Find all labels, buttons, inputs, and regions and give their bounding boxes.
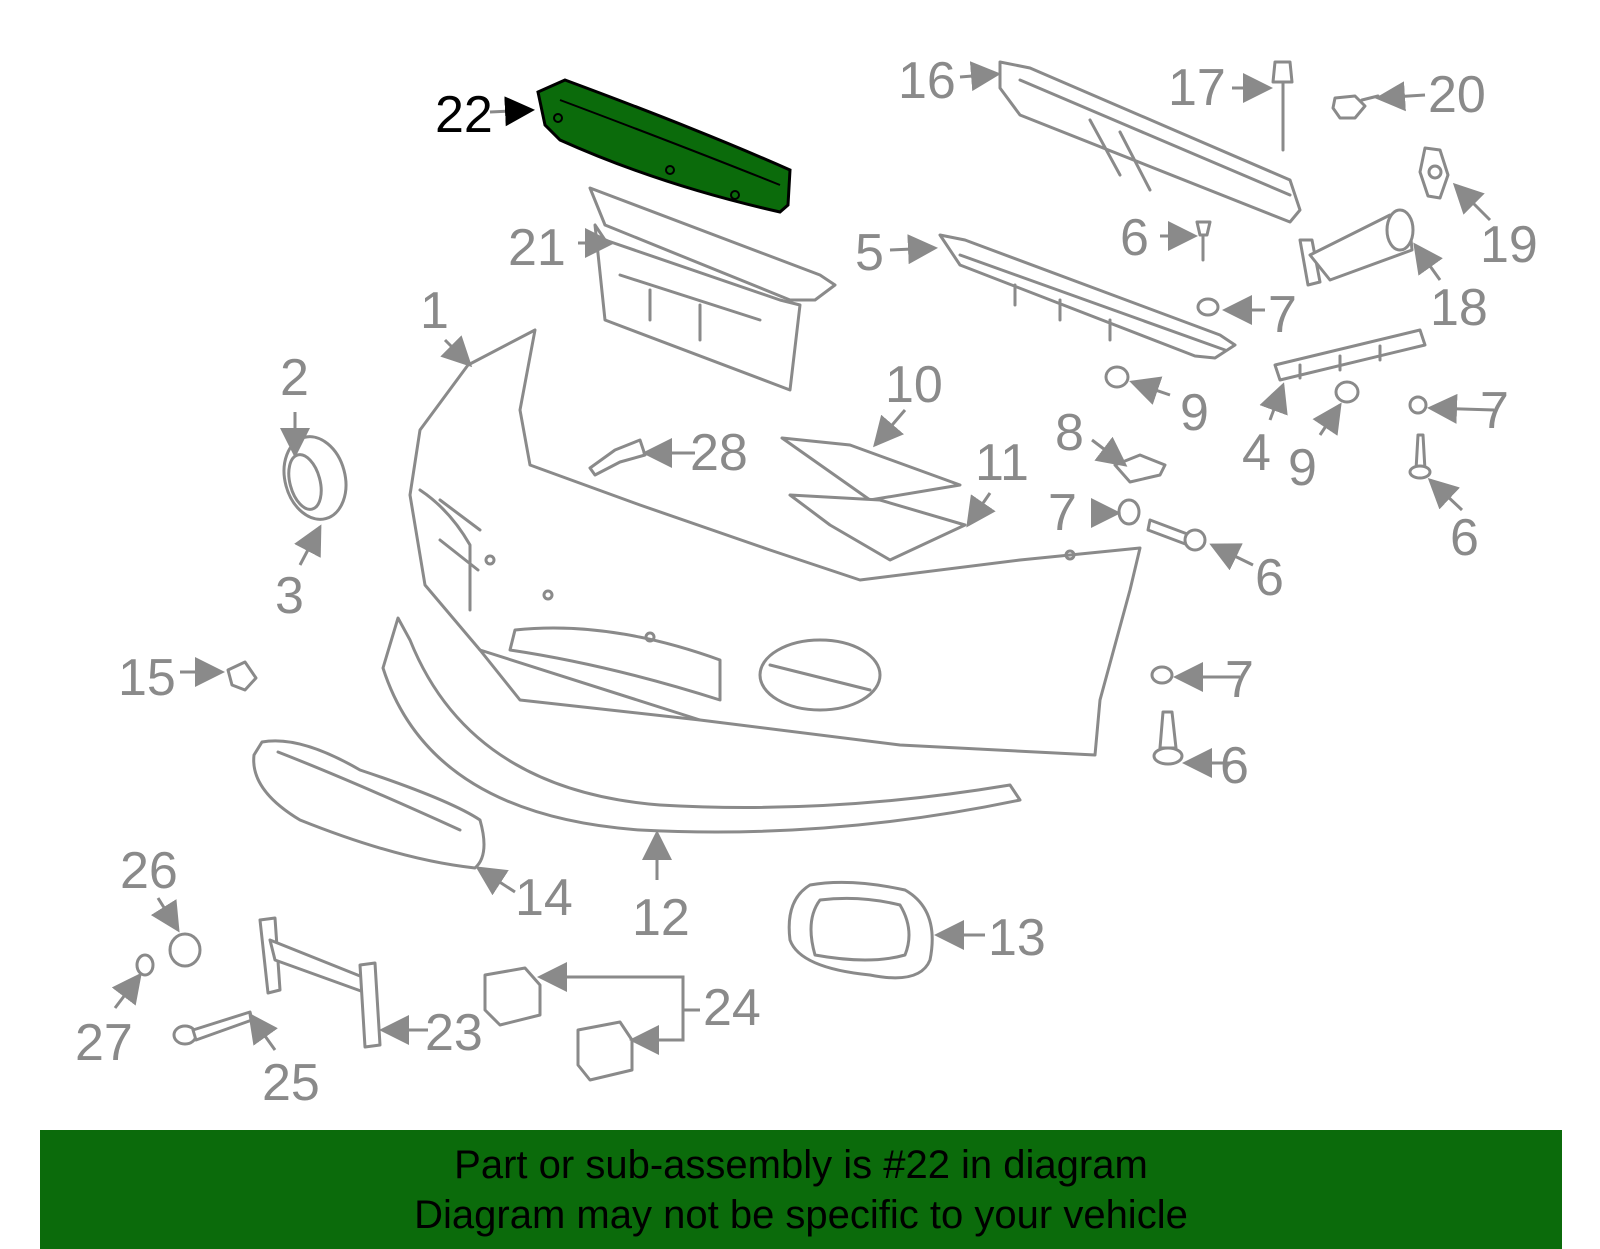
part-28: [588, 438, 647, 477]
part-12-spoiler: [381, 616, 1022, 834]
callout-24: 24: [703, 979, 761, 1037]
leader-lines: [111, 61, 1495, 1055]
part-24-blocks: [483, 966, 634, 1082]
callout-25: 25: [262, 1054, 320, 1112]
part-5: [938, 233, 1237, 360]
callout-5: 5: [855, 224, 884, 282]
callout-4: 4: [1242, 424, 1271, 482]
callout-2: 2: [280, 349, 309, 407]
callout-7c: 7: [1048, 484, 1077, 542]
part-18: [1298, 208, 1415, 287]
callout-28: 28: [690, 424, 748, 482]
callout-12: 12: [632, 889, 690, 947]
callout-6b: 6: [1450, 509, 1479, 567]
callout-22: 22: [435, 86, 493, 144]
notice-banner: Part or sub-assembly is #22 in diagram D…: [40, 1130, 1562, 1249]
callout-10: 10: [885, 356, 943, 414]
callout-17: 17: [1168, 59, 1226, 117]
callout-27: 27: [75, 1014, 133, 1072]
callout-7: 7: [1268, 286, 1297, 344]
callout-6d: 6: [1220, 737, 1249, 795]
callout-21: 21: [508, 219, 566, 277]
callout-23: 23: [425, 1004, 483, 1062]
callout-16: 16: [898, 52, 956, 110]
callout-1: 1: [420, 282, 449, 340]
callout-19: 19: [1480, 216, 1538, 274]
part-26-27: [135, 932, 202, 977]
part-22-highlighted[interactable]: [536, 78, 792, 214]
callout-8: 8: [1055, 404, 1084, 462]
part-21: [588, 186, 837, 392]
callout-13: 13: [988, 909, 1046, 967]
part-7-clips: [1117, 297, 1428, 685]
part-23: [258, 916, 382, 1049]
callout-15: 15: [118, 649, 176, 707]
callout-9b: 9: [1288, 439, 1317, 497]
part-17: [1271, 60, 1294, 152]
part-16: [998, 60, 1302, 224]
callout-7d: 7: [1225, 651, 1254, 709]
part-9-nuts: [1104, 365, 1360, 404]
callout-6c: 6: [1255, 549, 1284, 607]
banner-line-1: Part or sub-assembly is #22 in diagram: [454, 1143, 1148, 1187]
part-4: [1273, 328, 1427, 382]
callout-7b: 7: [1480, 382, 1509, 440]
part-20: [1331, 94, 1380, 120]
part-8: [1113, 453, 1167, 484]
part-19: [1418, 146, 1450, 200]
callout-20: 20: [1428, 66, 1486, 124]
callout-14: 14: [515, 869, 573, 927]
callout-26: 26: [120, 842, 178, 900]
part-1-bumper-cover: [408, 328, 1142, 757]
part-15: [226, 660, 258, 692]
callout-11: 11: [975, 434, 1029, 492]
banner-line-2: Diagram may not be specific to your vehi…: [414, 1193, 1188, 1237]
part-2-3: [282, 435, 348, 521]
part-13-trim-ring: [787, 880, 934, 980]
callout-labels: 22 16 17 20 21 5 6 7 19 18 1 2 10 28 11 …: [75, 52, 1538, 1112]
callout-6: 6: [1120, 209, 1149, 267]
callout-18: 18: [1430, 279, 1488, 337]
callout-9: 9: [1180, 384, 1209, 442]
part-25: [172, 1010, 254, 1046]
part-14-grille: [252, 739, 486, 870]
callout-3: 3: [275, 567, 304, 625]
